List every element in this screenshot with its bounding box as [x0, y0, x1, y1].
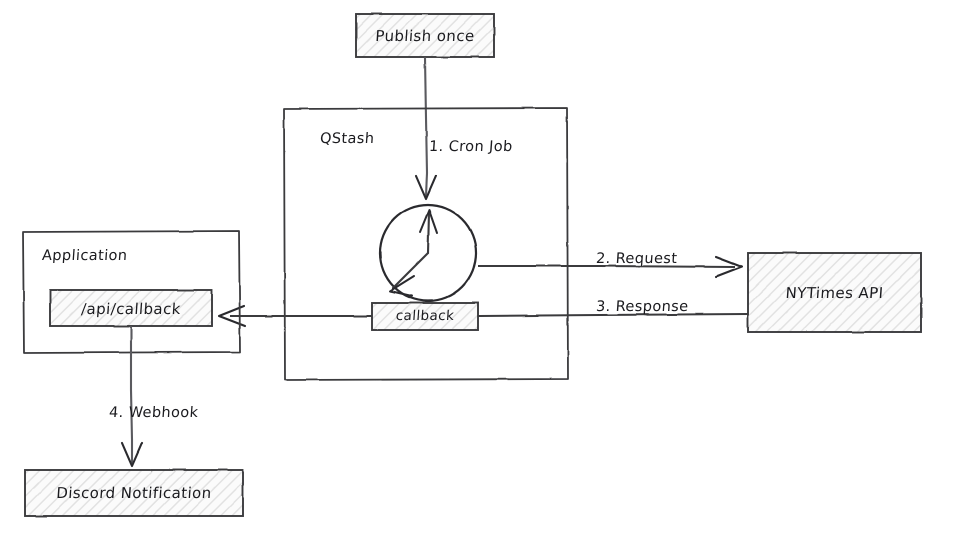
edge-request: [478, 255, 744, 279]
label-callback: callback: [395, 308, 455, 324]
edge-webhook: [120, 325, 144, 468]
label-discord-notification: Discord Notification: [55, 484, 213, 502]
label-request: 2. Request: [595, 251, 678, 267]
label-application: Application: [41, 248, 128, 264]
label-nytimes-api: NYTimes API: [784, 284, 885, 302]
label-qstash: QStash: [319, 131, 375, 147]
container-qstash[interactable]: [283, 107, 569, 381]
label-response: 3. Response: [595, 299, 690, 315]
node-nytimes-api[interactable]: [747, 252, 922, 333]
node-discord-notification[interactable]: [24, 469, 244, 517]
clock-icon: [378, 203, 478, 303]
node-publish-once[interactable]: [355, 13, 495, 58]
node-callback[interactable]: [371, 302, 479, 331]
label-publish-once: Publish once: [374, 27, 476, 45]
container-application[interactable]: [22, 230, 241, 354]
label-api-callback: /api/callback: [80, 300, 182, 318]
label-cron-job: 1. Cron Job: [428, 139, 514, 155]
edge-cron-job: [414, 56, 438, 201]
label-webhook: 4. Webhook: [108, 405, 199, 421]
